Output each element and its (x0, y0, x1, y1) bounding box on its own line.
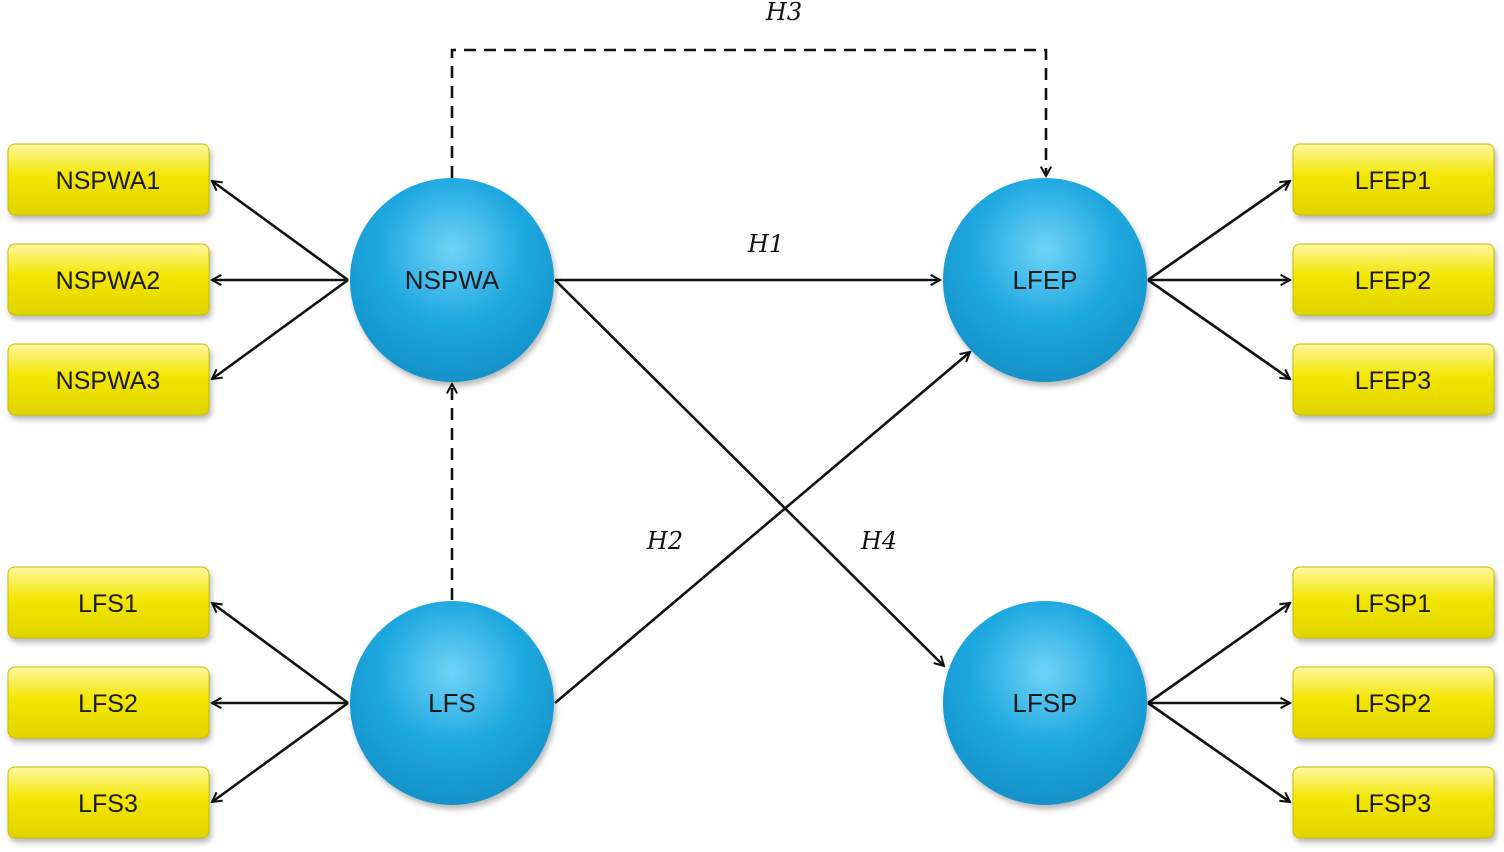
indicator-box: LFSP2 (1292, 666, 1495, 739)
arrow-lfep-to-lfep3 (1147, 278, 1290, 379)
indicator-label: NSPWA2 (56, 267, 161, 295)
hypothesis-label-h2: H2 (646, 527, 683, 555)
indicator-box: LFS2 (7, 666, 210, 739)
hypothesis-label-h4: H4 (860, 527, 897, 555)
construct-label-lfsp: LFSP (1012, 688, 1077, 718)
indicator-group-lfsp: LFSP1 LFSP2 LFSP3 (1292, 566, 1495, 839)
indicator-group-nspwa: NSPWA1 NSPWA2 NSPWA3 (7, 143, 210, 416)
arrow-nspwa-to-nspwa3 (212, 278, 349, 379)
arrow-lfsp-to-lfsp1 (1147, 603, 1290, 705)
arrow-lfep-to-lfep1 (1147, 181, 1290, 282)
indicator-box: LFEP3 (1292, 343, 1495, 416)
indicator-label: LFS1 (78, 590, 138, 618)
indicator-label: LFEP3 (1355, 367, 1431, 395)
hypothesis-label-h3: H3 (765, 0, 802, 26)
arrow-lfsp-to-lfsp3 (1147, 701, 1290, 802)
construct-node-lfep: LFEP (943, 178, 1147, 382)
construct-node-nspwa: NSPWA (350, 178, 554, 382)
indicator-box: NSPWA2 (7, 243, 210, 316)
indicator-box: NSPWA3 (7, 343, 210, 416)
construct-label-lfs: LFS (428, 688, 476, 718)
arrow-lfs-to-lfs3 (212, 701, 349, 802)
indicator-group-lfep: LFEP1 LFEP2 LFEP3 (1292, 143, 1495, 416)
hypothesis-labels: H3 H1 H2 H4 (646, 0, 897, 555)
construct-node-lfsp: LFSP (943, 601, 1147, 805)
indicator-label: LFSP3 (1355, 790, 1431, 818)
arrow-lfs-to-lfs1 (212, 603, 349, 705)
indicator-box: LFS3 (7, 766, 210, 839)
indicator-label: LFSP1 (1355, 590, 1431, 618)
indicator-label: NSPWA3 (56, 367, 161, 395)
hypothesis-label-h1: H1 (747, 230, 784, 258)
indicator-box: LFSP1 (1292, 566, 1495, 639)
arrow-h4-nspwa-to-lfsp (554, 279, 944, 666)
arrow-h3-dashed-nspwa-to-lfep (450, 48, 1046, 178)
indicator-label: LFSP2 (1355, 690, 1431, 718)
arrow-nspwa-to-nspwa1 (212, 181, 349, 282)
arrow-h2-lfs-to-lfep (554, 352, 970, 704)
construct-label-nspwa: NSPWA (405, 265, 500, 295)
indicator-label: NSPWA1 (56, 167, 161, 195)
indicator-box: LFSP3 (1292, 766, 1495, 839)
construct-node-lfs: LFS (350, 601, 554, 805)
indicator-box: LFEP2 (1292, 243, 1495, 316)
indicator-box: LFS1 (7, 566, 210, 639)
indicator-label: LFEP1 (1355, 167, 1431, 195)
indicator-box: NSPWA1 (7, 143, 210, 216)
indicator-group-lfs: LFS1 LFS2 LFS3 (7, 566, 210, 839)
construct-label-lfep: LFEP (1012, 265, 1077, 295)
indicator-label: LFS3 (78, 790, 138, 818)
indicator-box: LFEP1 (1292, 143, 1495, 216)
edges (212, 48, 1290, 802)
indicator-label: LFS2 (78, 690, 138, 718)
indicator-label: LFEP2 (1355, 267, 1431, 295)
